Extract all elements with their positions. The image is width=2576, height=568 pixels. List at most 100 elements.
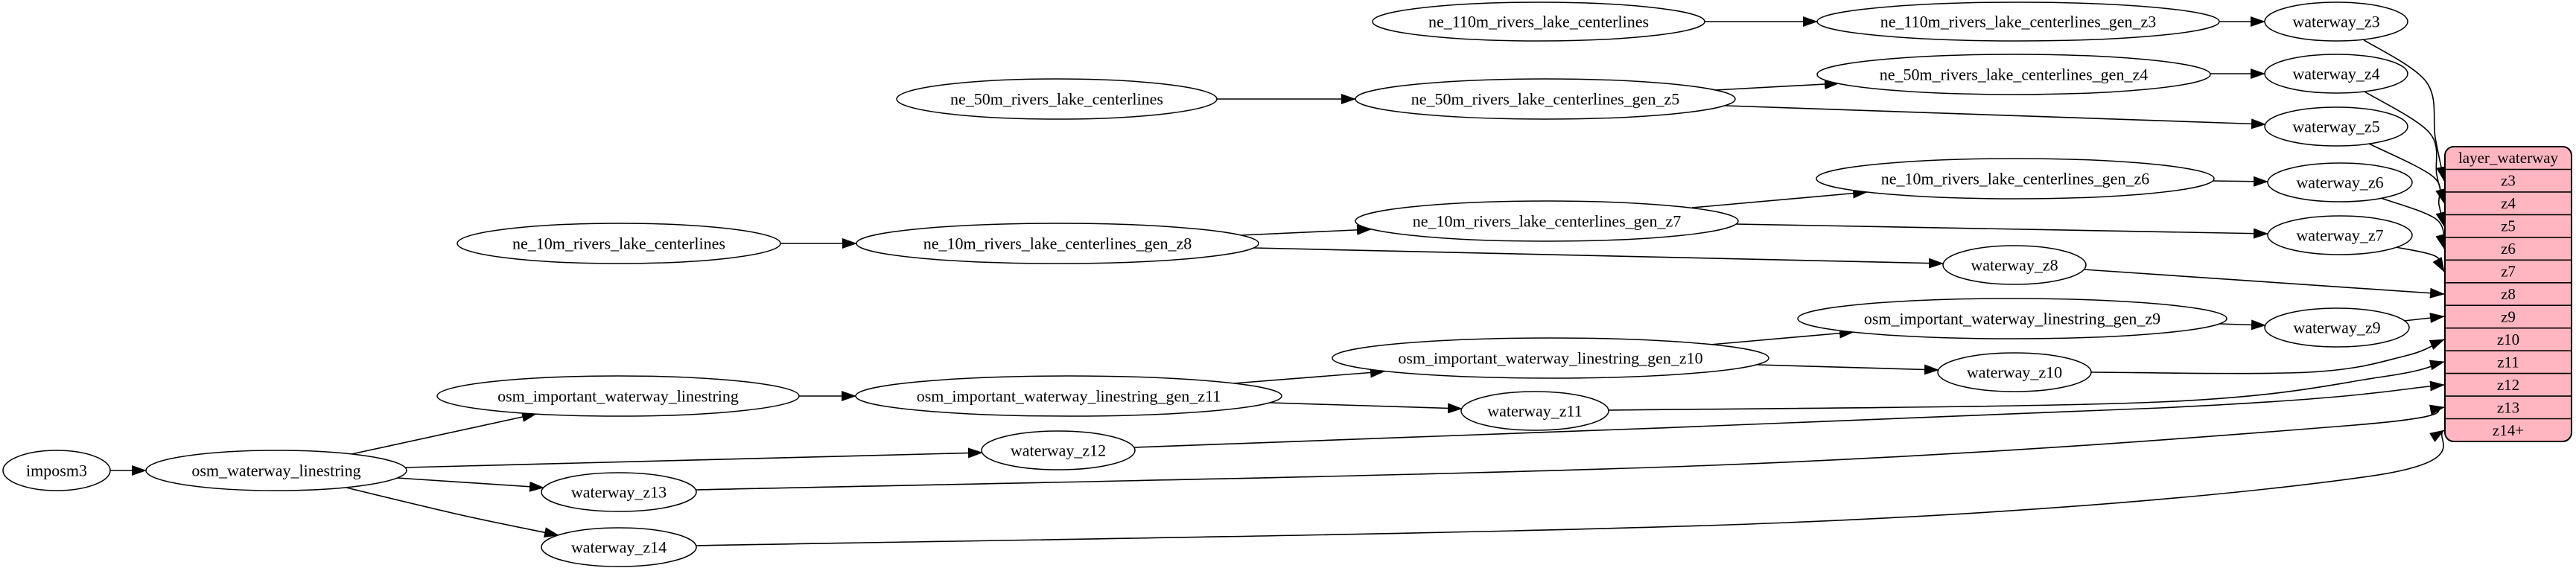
node-label-osm_important_waterway_linestring_gen_z9: osm_important_waterway_linestring_gen_z9 bbox=[1864, 310, 2160, 328]
node-ellipse-waterway_z4 bbox=[2264, 54, 2408, 94]
graph-node-waterway_z4: waterway_z4 bbox=[2264, 54, 2408, 94]
edge-osm_important_waterway_linestring_gen_z10-to-osm_important_waterway_linestring_gen_z9 bbox=[1709, 328, 1854, 345]
node-label-ne_110m_rivers_lake_centerlines_gen_z3: ne_110m_rivers_lake_centerlines_gen_z3 bbox=[1880, 13, 2157, 31]
graph-node-waterway_z8: waterway_z8 bbox=[1942, 245, 2087, 285]
node-label-osm_important_waterway_linestring_gen_z10: osm_important_waterway_linestring_gen_z1… bbox=[1398, 349, 1702, 368]
graph-node-ne_50m_rivers_lake_centerlines_gen_z4: ne_50m_rivers_lake_centerlines_gen_z4 bbox=[1816, 54, 2211, 95]
graph-node-waterway_z10: waterway_z10 bbox=[1937, 352, 2092, 392]
node-label-waterway_z13: waterway_z13 bbox=[571, 483, 667, 502]
node-ellipse-waterway_z11 bbox=[1460, 391, 1609, 431]
graph-node-ne_10m_rivers_lake_centerlines_gen_z8: ne_10m_rivers_lake_centerlines_gen_z8 bbox=[856, 223, 1259, 264]
graph-node-ne_10m_rivers_lake_centerlines_gen_z7: ne_10m_rivers_lake_centerlines_gen_z7 bbox=[1355, 200, 1739, 242]
edge-osm_waterway_linestring-to-waterway_z13 bbox=[396, 477, 544, 492]
node-label-waterway_z11: waterway_z11 bbox=[1487, 402, 1582, 421]
edge-waterway_z10-to-layer_waterway-z10 bbox=[2090, 339, 2445, 374]
graph-node-ne_10m_rivers_lake_centerlines_gen_z6: ne_10m_rivers_lake_centerlines_gen_z6 bbox=[1816, 158, 2215, 200]
record-layer: layer_waterwayz3z4z5z6z7z8z9z10z11z12z13… bbox=[2444, 146, 2572, 442]
edge-waterway_z11-to-layer_waterway-z11 bbox=[1608, 360, 2445, 411]
graph-node-waterway_z12: waterway_z12 bbox=[981, 430, 1136, 470]
graph-node-waterway_z3: waterway_z3 bbox=[2264, 1, 2408, 42]
edge-ne_10m_rivers_lake_centerlines_gen_z8-to-ne_10m_rivers_lake_centerlines_gen_z7 bbox=[1240, 224, 1372, 236]
node-label-waterway_z7: waterway_z7 bbox=[2296, 226, 2383, 245]
record-row-z11: z11 bbox=[2497, 353, 2519, 371]
graph-node-imposm3: imposm3 bbox=[2, 450, 111, 491]
graph-node-osm_important_waterway_linestring: osm_important_waterway_linestring bbox=[436, 375, 800, 417]
node-ellipse-waterway_z10 bbox=[1937, 352, 2092, 392]
edge-osm_waterway_linestring-to-waterway_z12 bbox=[404, 447, 983, 468]
node-ellipse-ne_50m_rivers_lake_centerlines bbox=[896, 78, 1218, 120]
graph-node-ne_110m_rivers_lake_centerlines_gen_z3: ne_110m_rivers_lake_centerlines_gen_z3 bbox=[1816, 1, 2220, 42]
record-row-z7: z7 bbox=[2501, 263, 2516, 281]
edge-osm_important_waterway_linestring_gen_z9-to-waterway_z9 bbox=[2218, 319, 2266, 331]
node-label-ne_110m_rivers_lake_centerlines: ne_110m_rivers_lake_centerlines bbox=[1428, 13, 1649, 31]
node-ellipse-ne_10m_rivers_lake_centerlines_gen_z6 bbox=[1816, 158, 2215, 200]
node-ellipse-waterway_z12 bbox=[981, 430, 1136, 470]
graph-node-ne_50m_rivers_lake_centerlines_gen_z5: ne_50m_rivers_lake_centerlines_gen_z5 bbox=[1355, 78, 1736, 120]
record-row-z5: z5 bbox=[2501, 217, 2516, 235]
node-label-waterway_z12: waterway_z12 bbox=[1011, 441, 1106, 460]
node-ellipse-ne_110m_rivers_lake_centerlines bbox=[1372, 1, 1705, 42]
node-ellipse-waterway_z13 bbox=[541, 472, 697, 512]
node-ellipse-waterway_z8 bbox=[1942, 245, 2087, 285]
node-label-ne_10m_rivers_lake_centerlines_gen_z6: ne_10m_rivers_lake_centerlines_gen_z6 bbox=[1881, 170, 2149, 188]
graph-node-waterway_z5: waterway_z5 bbox=[2264, 106, 2408, 147]
node-label-ne_10m_rivers_lake_centerlines: ne_10m_rivers_lake_centerlines bbox=[512, 234, 725, 253]
node-ellipse-waterway_z6 bbox=[2267, 162, 2413, 202]
node-ellipse-osm_important_waterway_linestring_gen_z9 bbox=[1797, 298, 2227, 339]
node-label-ne_10m_rivers_lake_centerlines_gen_z7: ne_10m_rivers_lake_centerlines_gen_z7 bbox=[1413, 212, 1681, 231]
node-ellipse-waterway_z3 bbox=[2264, 1, 2408, 42]
layer-waterway-record-title: layer_waterway bbox=[2458, 149, 2559, 167]
edge-waterway_z7-to-layer_waterway-z7 bbox=[2395, 246, 2445, 272]
edges-layer bbox=[110, 16, 2447, 546]
node-label-waterway_z3: waterway_z3 bbox=[2292, 13, 2379, 31]
node-label-ne_10m_rivers_lake_centerlines_gen_z8: ne_10m_rivers_lake_centerlines_gen_z8 bbox=[923, 234, 1192, 253]
node-label-ne_50m_rivers_lake_centerlines_gen_z4: ne_50m_rivers_lake_centerlines_gen_z4 bbox=[1880, 66, 2148, 84]
node-label-osm_important_waterway_linestring: osm_important_waterway_linestring bbox=[497, 387, 739, 406]
record-row-z12: z12 bbox=[2497, 376, 2519, 394]
node-ellipse-osm_waterway_linestring bbox=[145, 450, 407, 491]
node-label-ne_50m_rivers_lake_centerlines: ne_50m_rivers_lake_centerlines bbox=[950, 90, 1163, 109]
node-ellipse-ne_10m_rivers_lake_centerlines_gen_z8 bbox=[856, 223, 1259, 264]
edge-ne_10m_rivers_lake_centerlines_gen_z7-to-ne_10m_rivers_lake_centerlines_gen_z6 bbox=[1691, 188, 1868, 208]
node-label-waterway_z4: waterway_z4 bbox=[2292, 65, 2379, 83]
graph-node-ne_110m_rivers_lake_centerlines: ne_110m_rivers_lake_centerlines bbox=[1372, 1, 1705, 42]
record-row-z4: z4 bbox=[2501, 194, 2516, 212]
edge-osm_waterway_linestring-to-waterway_z14 bbox=[346, 487, 559, 537]
edge-ne_50m_rivers_lake_centerlines_gen_z5-to-ne_50m_rivers_lake_centerlines_gen_z4 bbox=[1714, 79, 1839, 91]
node-ellipse-osm_important_waterway_linestring_gen_z10 bbox=[1332, 337, 1769, 379]
edge-osm_important_waterway_linestring_gen_z11-to-osm_important_waterway_linestring_gen_z10 bbox=[1233, 367, 1385, 384]
record-row-z8: z8 bbox=[2501, 285, 2516, 303]
node-ellipse-waterway_z14 bbox=[541, 527, 697, 567]
graph-node-ne_50m_rivers_lake_centerlines: ne_50m_rivers_lake_centerlines bbox=[896, 78, 1218, 120]
record-row-z6: z6 bbox=[2501, 240, 2516, 258]
edge-ne_10m_rivers_lake_centerlines_gen_z7-to-waterway_z7 bbox=[1734, 223, 2268, 239]
node-ellipse-ne_10m_rivers_lake_centerlines bbox=[457, 223, 781, 264]
graph-node-waterway_z11: waterway_z11 bbox=[1460, 391, 1609, 431]
node-ellipse-ne_50m_rivers_lake_centerlines_gen_z5 bbox=[1355, 78, 1736, 120]
graph-node-waterway_z14: waterway_z14 bbox=[541, 527, 697, 567]
record-row-z3: z3 bbox=[2501, 172, 2516, 190]
edge-waterway_z8-to-layer_waterway-z8 bbox=[2083, 269, 2445, 299]
node-ellipse-osm_important_waterway_linestring bbox=[436, 375, 800, 417]
node-label-waterway_z14: waterway_z14 bbox=[571, 538, 667, 557]
record-row-z10: z10 bbox=[2497, 331, 2519, 348]
graph-node-waterway_z6: waterway_z6 bbox=[2267, 162, 2413, 202]
node-label-waterway_z8: waterway_z8 bbox=[1971, 256, 2058, 275]
node-ellipse-waterway_z9 bbox=[2264, 307, 2410, 348]
edge-waterway_z9-to-layer_waterway-z9 bbox=[2403, 313, 2445, 324]
edge-waterway_z12-to-layer_waterway-z12 bbox=[1133, 380, 2445, 448]
edge-ne_10m_rivers_lake_centerlines_gen_z6-to-waterway_z6 bbox=[2212, 176, 2268, 187]
edge-waterway_z5-to-layer_waterway-z5 bbox=[2368, 143, 2446, 227]
edge-waterway_z14-to-layer_waterway-z14+ bbox=[696, 430, 2445, 546]
edge-waterway_z6-to-layer_waterway-z6 bbox=[2380, 197, 2446, 249]
edge-waterway_z3-to-layer_waterway-z3 bbox=[2362, 39, 2447, 182]
edge-ne_50m_rivers_lake_centerlines_gen_z5-to-waterway_z5 bbox=[1725, 105, 2266, 130]
edge-osm_important_waterway_linestring_gen_z10-to-waterway_z10 bbox=[1757, 364, 1939, 375]
node-label-osm_important_waterway_linestring_gen_z11: osm_important_waterway_linestring_gen_z1… bbox=[917, 387, 1221, 406]
record-row-z13: z13 bbox=[2497, 398, 2519, 416]
graph-node-waterway_z7: waterway_z7 bbox=[2267, 215, 2413, 255]
node-label-waterway_z6: waterway_z6 bbox=[2296, 173, 2383, 192]
